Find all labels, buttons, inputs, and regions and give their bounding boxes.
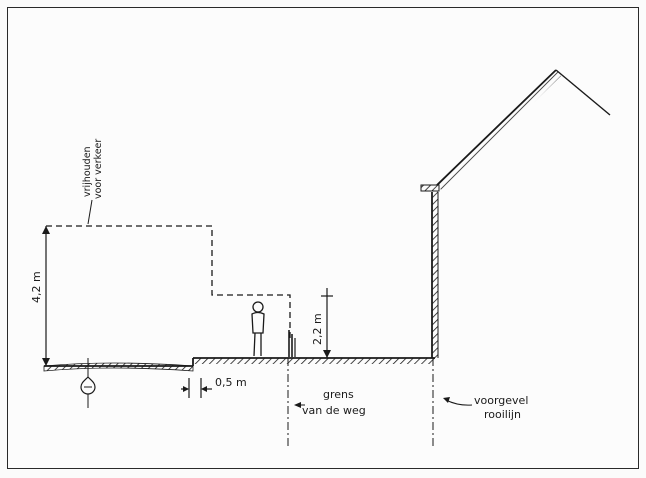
road-boundary-line <box>287 358 305 448</box>
hedge-post-icon <box>288 330 296 357</box>
building-line <box>432 358 473 448</box>
facade-label-line1: voorgevel <box>474 394 528 407</box>
boundary-label-line2: van de weg <box>302 404 366 417</box>
clearance-profile <box>46 225 291 340</box>
height-sidewalk-dimension: 2,2 m <box>311 288 333 358</box>
offset-label: 0,5 m <box>215 376 247 389</box>
offset-dimension: 0,5 m <box>181 376 247 398</box>
road-surface <box>43 362 194 372</box>
sidewalk-surface <box>193 357 435 364</box>
clearance-label-line2: voor verkeer <box>93 139 104 199</box>
height-total-label: 4,2 m <box>30 271 43 303</box>
house-facade <box>420 184 440 358</box>
clearance-label-line1: vrijhouden <box>82 146 93 197</box>
pedestrian-icon <box>251 301 265 357</box>
height-total-dimension: 4,2 m <box>30 226 50 366</box>
facade-label-line2: rooilijn <box>484 408 521 421</box>
road-axis-icon <box>80 358 96 408</box>
height-sidewalk-label: 2,2 m <box>311 313 324 345</box>
clearance-leader <box>87 199 93 225</box>
house-roof <box>436 69 611 191</box>
boundary-label-line1: grens <box>323 388 354 401</box>
diagram-frame <box>7 7 639 469</box>
